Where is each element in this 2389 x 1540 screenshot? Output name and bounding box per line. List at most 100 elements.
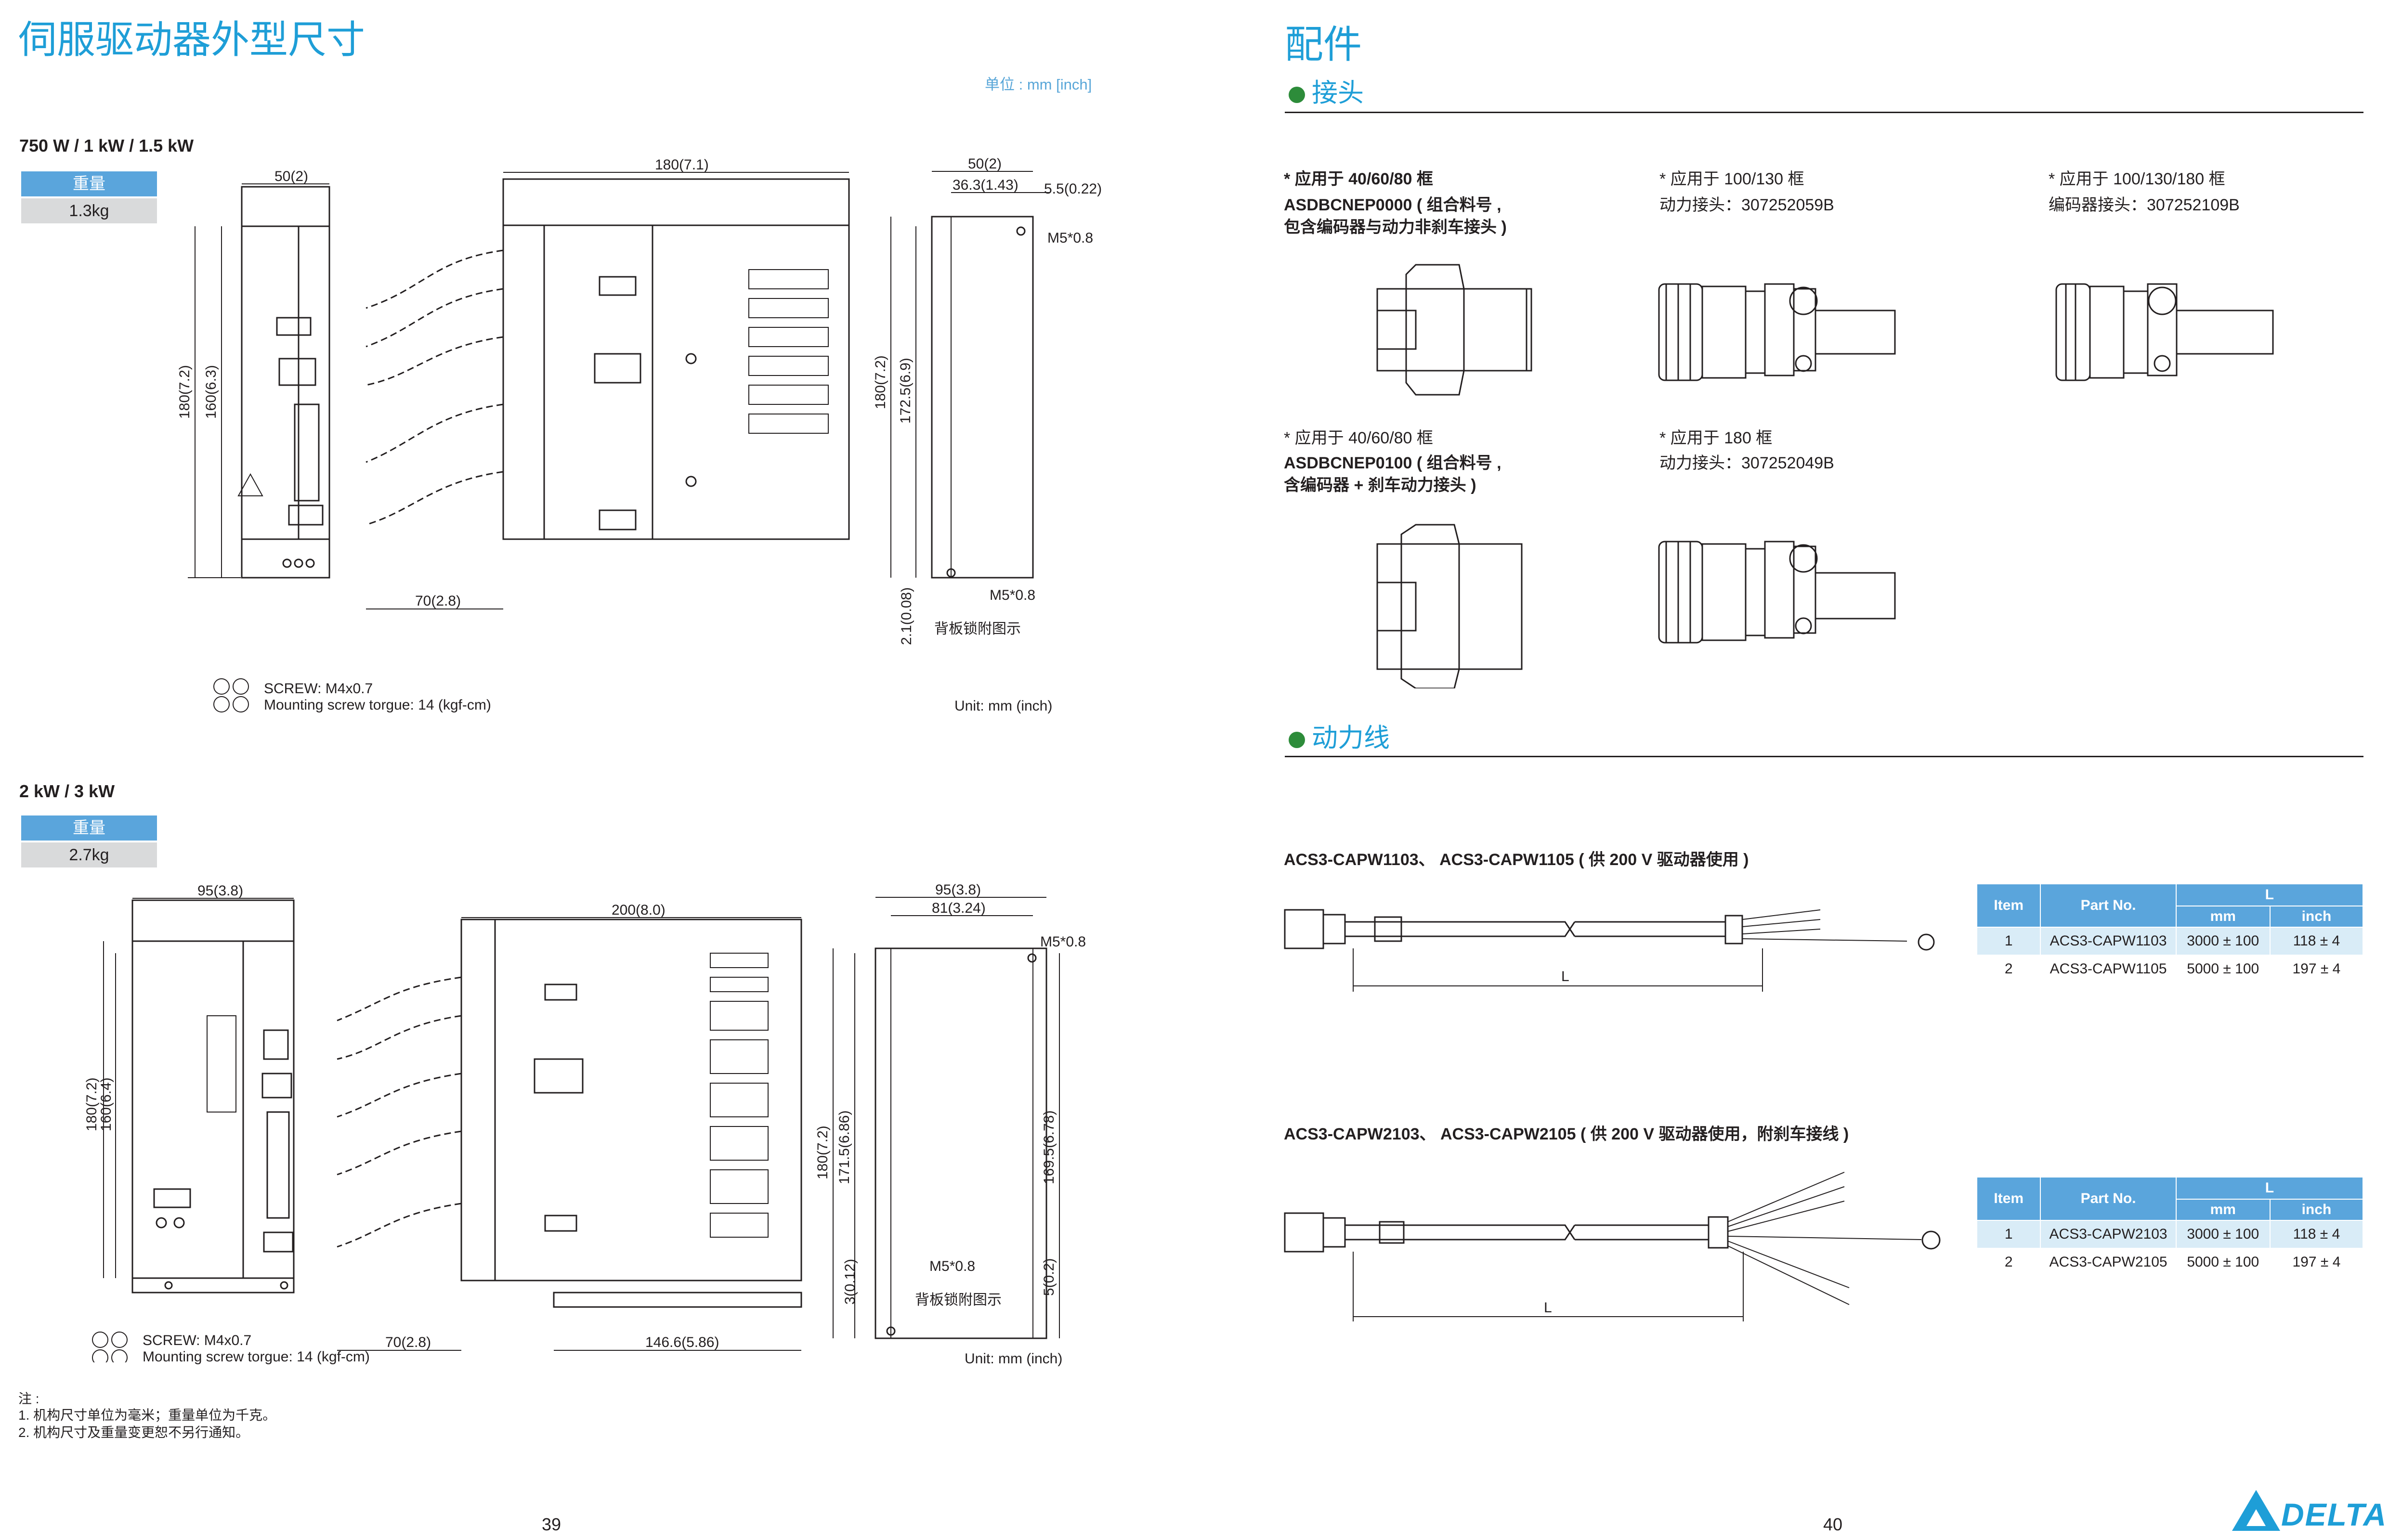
cable1-drawing — [1284, 909, 1935, 992]
conn3-line1: * 应用于 100/130/180 框 — [2049, 170, 2225, 188]
s2-dim-d-side: 200(8.0) — [612, 902, 666, 918]
bullet-icon — [1289, 86, 1305, 103]
s2-m5-bottom: M5*0.8 — [929, 1258, 975, 1274]
section1-weight-value: 1.3kg — [21, 198, 157, 223]
table-row: 2 ACS3-CAPW2105 5000 ± 100 197 ± 4 — [1976, 1248, 2364, 1277]
conn2-line2: 动力接头：307252059B — [1659, 196, 1834, 214]
s1-front-panel — [241, 225, 330, 540]
cable1-th-item: Item — [1976, 883, 2041, 928]
delta-logo: DELTA — [2227, 1483, 2386, 1536]
note-2: 2. 机构尺寸及重量变更恕不另行通知。 — [18, 1425, 249, 1440]
conn4-line3: 含编码器 + 刹车动力接头 ) — [1284, 476, 1476, 494]
conn1-line1: * 应用于 40/60/80 框 — [1284, 170, 1433, 188]
cable1-th-inch: inch — [2269, 906, 2364, 928]
cell-inch: 118 ± 4 — [2269, 1220, 2364, 1249]
logo-text: DELTA — [2281, 1497, 2388, 1532]
conn4-line1: * 应用于 40/60/80 框 — [1284, 429, 1433, 447]
s1-m5-top: M5*0.8 — [1047, 230, 1093, 246]
section2-heading: 2 kW / 3 kW — [19, 781, 115, 801]
s1-dim-d-side: 180(7.1) — [655, 157, 709, 173]
s2-screw: SCREW: M4x0.7 — [143, 1333, 252, 1348]
cell-part: ACS3-CAPW2105 — [2040, 1248, 2177, 1277]
notes-head: 注 : — [18, 1391, 39, 1406]
divider-power — [1285, 756, 2363, 757]
s1-unit: Unit: mm (inch) — [954, 698, 1052, 714]
s2-back-bottom-right: 5(0.2) — [1041, 1258, 1057, 1296]
s1-back-offset: 5.5(0.22) — [1044, 181, 1102, 197]
conn1-line2: ASDBCNEP0000 ( 组合料号 , — [1284, 196, 1501, 214]
s2-dim-w-front: 95(3.8) — [197, 883, 243, 899]
cable2-th-inch: inch — [2269, 1199, 2364, 1221]
conn2-line1: * 应用于 100/130 框 — [1659, 170, 1804, 188]
s2-back-label: 背板锁附图示 — [915, 1292, 1002, 1308]
section1-heading: 750 W / 1 kW / 1.5 kW — [19, 136, 194, 155]
connector-circular-5 — [1658, 541, 1896, 644]
conn3-line2: 编码器接头：307252109B — [2049, 196, 2240, 214]
s2-dim-d-cable: 70(2.8) — [385, 1334, 431, 1350]
s1-back-label: 背板锁附图示 — [934, 621, 1021, 637]
s2-back-w: 95(3.8) — [935, 882, 981, 898]
s2-back-w-inner: 81(3.24) — [932, 900, 986, 916]
divider-connectors — [1285, 112, 2363, 113]
power-heading: 动力线 — [1289, 716, 1390, 754]
cell-item: 2 — [1976, 955, 2041, 984]
connector-plastic-1 — [1376, 264, 1532, 396]
connector-drawings — [1376, 264, 2274, 688]
conn1-line3: 包含编码器与动力非刹车接头 ) — [1284, 218, 1507, 236]
section2-weight-value: 2.7kg — [21, 842, 157, 867]
left-page-number: 39 — [542, 1514, 561, 1534]
cell-item: 1 — [1976, 927, 2041, 956]
conn5-line2: 动力接头：307252049B — [1659, 454, 1834, 472]
s2-back-h-right: 169.5(6.78) — [1041, 1111, 1057, 1184]
s1-dim-h-outer: 180(7.2) — [177, 365, 193, 419]
cable2-th-L: L — [2175, 1177, 2364, 1200]
left-page-title: 伺服驱动器外型尺寸 — [18, 18, 365, 61]
s1-back-w: 50(2) — [968, 156, 1002, 172]
note-1: 1. 机构尺寸单位为毫米；重量单位为千克。 — [18, 1408, 276, 1423]
cable2-table: Item Part No. L mm inch 1 ACS3-CAPW2103 … — [1976, 1177, 2364, 1277]
cable1-th-part: Part No. — [2040, 883, 2177, 928]
cable1-title: ACS3-CAPW1103、 ACS3-CAPW1105 ( 供 200 V 驱… — [1284, 851, 1749, 869]
s1-m5-bottom: M5*0.8 — [990, 587, 1035, 603]
unit-note: 单位 : mm [inch] — [985, 76, 1092, 93]
s1-back-h: 180(7.2) — [873, 355, 888, 409]
s1-dim-w-front: 50(2) — [274, 168, 308, 184]
s1-front-outline — [241, 186, 330, 579]
s2-torque: Mounting screw torgue: 14 (kgf-cm) — [143, 1349, 370, 1365]
cable2-drawing — [1284, 1172, 1941, 1321]
bullet-icon — [1289, 731, 1305, 748]
connectors-heading: 接头 — [1289, 71, 1364, 109]
section2-weight-label: 重量 — [21, 815, 157, 841]
cell-item: 1 — [1976, 1220, 2041, 1249]
cell-part: ACS3-CAPW1105 — [2040, 955, 2177, 984]
cable2-th-part: Part No. — [2040, 1177, 2177, 1221]
cell-mm: 5000 ± 100 — [2175, 955, 2271, 984]
s2-back-bottom-left: 3(0.12) — [842, 1259, 858, 1305]
right-page-number: 40 — [1823, 1514, 1843, 1534]
cell-part: ACS3-CAPW1103 — [2040, 927, 2177, 956]
cable2-th-mm: mm — [2175, 1199, 2271, 1221]
s1-dim-d-cable: 70(2.8) — [415, 593, 461, 609]
s1-screw: SCREW: M4x0.7 — [264, 681, 373, 697]
s2-m5-top: M5*0.8 — [1040, 934, 1086, 950]
s2-back-h-inner: 171.5(6.86) — [836, 1111, 852, 1184]
right-page-title: 配件 — [1285, 23, 1362, 66]
s2-back-h: 180(7.2) — [815, 1126, 831, 1179]
cable1-th-mm: mm — [2175, 906, 2271, 928]
section2-drawing: 95(3.8) 180(7.2) 160(6.4) 200(8.0) 70(2.… — [84, 882, 1086, 1362]
s1-torque: Mounting screw torgue: 14 (kgf-cm) — [264, 697, 491, 713]
table-row: 1 ACS3-CAPW1103 3000 ± 100 118 ± 4 — [1976, 927, 2364, 956]
cable1-dim-L: L — [1561, 969, 1569, 984]
cell-item: 2 — [1976, 1248, 2041, 1277]
cable1-table: Item Part No. L mm inch 1 ACS3-CAPW1103 … — [1976, 883, 2364, 984]
s1-back-w-inner: 36.3(1.43) — [953, 177, 1018, 193]
table-row: 1 ACS3-CAPW2103 3000 ± 100 118 ± 4 — [1976, 1220, 2364, 1249]
s1-dim-h-inner: 160(6.3) — [203, 365, 219, 419]
connector-circular-2 — [1658, 283, 1896, 381]
cell-inch: 197 ± 4 — [2269, 955, 2364, 984]
conn4-line2: ASDBCNEP0100 ( 组合料号 , — [1284, 454, 1501, 472]
cable2-dim-L: L — [1544, 1300, 1552, 1316]
s1-back-h-inner: 172.5(6.9) — [898, 358, 914, 424]
cell-inch: 118 ± 4 — [2269, 927, 2364, 956]
cell-inch: 197 ± 4 — [2269, 1248, 2364, 1277]
